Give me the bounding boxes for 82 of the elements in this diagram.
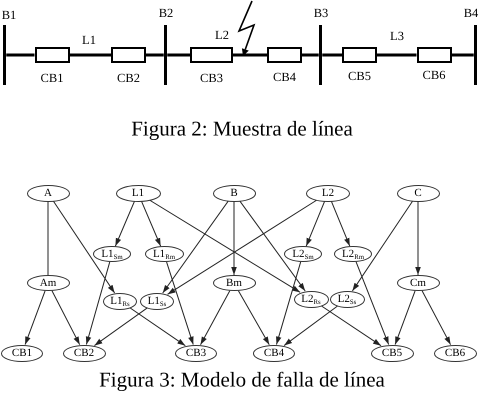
ellipse-node: L2$_{Rm}$ <box>334 246 372 262</box>
connector-line <box>233 54 267 56</box>
bus-label: B2 <box>158 6 174 20</box>
arrow <box>306 200 326 247</box>
arrow <box>356 261 390 346</box>
arrow <box>86 261 110 346</box>
connector-line <box>452 54 474 56</box>
ellipse-node: Cm <box>396 275 440 291</box>
circuit-breaker <box>111 47 146 63</box>
bus-bar <box>318 25 322 85</box>
line-label: L1 <box>82 34 96 46</box>
circuit-breaker <box>416 47 452 63</box>
ellipse-node: L2 <box>306 184 350 202</box>
connector-line <box>70 54 111 56</box>
arrow <box>200 290 230 346</box>
circuit-breaker <box>34 47 70 63</box>
arrow <box>352 200 413 292</box>
line-label: L3 <box>390 30 404 42</box>
breaker-label: CB1 <box>40 72 64 84</box>
arrow <box>276 261 302 346</box>
connector-line <box>6 54 34 56</box>
arrow <box>52 200 116 294</box>
circuit-breaker <box>342 47 377 63</box>
connector-line <box>377 54 416 56</box>
connector-line <box>167 54 190 56</box>
arrow <box>167 200 318 295</box>
bus-bar <box>2 25 6 85</box>
arrow <box>422 290 452 346</box>
arrow <box>94 307 148 346</box>
ellipse-node: L1$_{Ss}$ <box>140 292 174 310</box>
bus-label: B3 <box>314 6 328 20</box>
breaker-label: CB2 <box>117 72 140 84</box>
ellipse-node: L2$_{Ss}$ <box>330 290 364 308</box>
breaker-label: CB5 <box>348 70 371 82</box>
ellipse-node: L1$_{Sm}$ <box>93 246 131 262</box>
line-label: L2 <box>215 28 229 42</box>
arrow <box>114 200 135 247</box>
bus-bar <box>164 25 168 85</box>
ellipse-node: L2$_{Sm}$ <box>284 246 322 262</box>
bus-label: B4 <box>464 6 478 20</box>
arrow <box>141 200 162 247</box>
arrow <box>320 305 382 346</box>
arrow <box>149 200 301 293</box>
ellipse-node: CB5 <box>370 344 414 362</box>
ellipse-node: L2$_{Rs}$ <box>294 290 328 308</box>
ellipse-node: CB3 <box>175 344 217 362</box>
ellipse-node: L1$_{Rs}$ <box>103 292 137 310</box>
arrow <box>239 200 306 292</box>
ellipse-node: CB1 <box>1 344 43 362</box>
arrow <box>330 200 350 247</box>
ellipse-node: L1$_{Rm}$ <box>144 246 184 262</box>
circuit-breaker <box>267 47 302 63</box>
ellipse-node: B <box>212 184 256 202</box>
figure-caption: Figura 3: Modelo de falla de línea <box>99 370 385 390</box>
arrow <box>52 290 80 346</box>
arrow <box>231 201 237 276</box>
connector-line <box>302 54 319 56</box>
connector-line <box>146 54 164 56</box>
arrow <box>415 201 421 276</box>
arrow <box>166 261 194 346</box>
ellipse-node: CB6 <box>434 344 476 362</box>
arrow <box>162 200 229 294</box>
breaker-label: CB3 <box>200 72 223 84</box>
ellipse-node: CB2 <box>62 344 106 362</box>
ellipse-node: Am <box>26 275 70 291</box>
arrow <box>130 307 186 346</box>
arrow <box>394 290 416 346</box>
ellipse-node: CB4 <box>253 344 295 362</box>
ellipse-node: A <box>26 184 70 202</box>
ellipse-node: Bm <box>212 275 256 291</box>
circuit-breaker <box>190 47 233 63</box>
bus-bar <box>474 25 478 85</box>
arrow <box>24 290 46 346</box>
arrow <box>238 290 270 346</box>
figure-caption: Figura 2: Muestra de línea <box>131 118 353 140</box>
bus-label: B1 <box>2 8 16 22</box>
ellipse-node: L1 <box>116 184 160 202</box>
arrow <box>284 306 338 346</box>
breaker-label: CB6 <box>422 68 446 82</box>
ellipse-node: C <box>396 184 440 202</box>
connector-line <box>322 54 342 56</box>
breaker-label: CB4 <box>273 70 296 84</box>
